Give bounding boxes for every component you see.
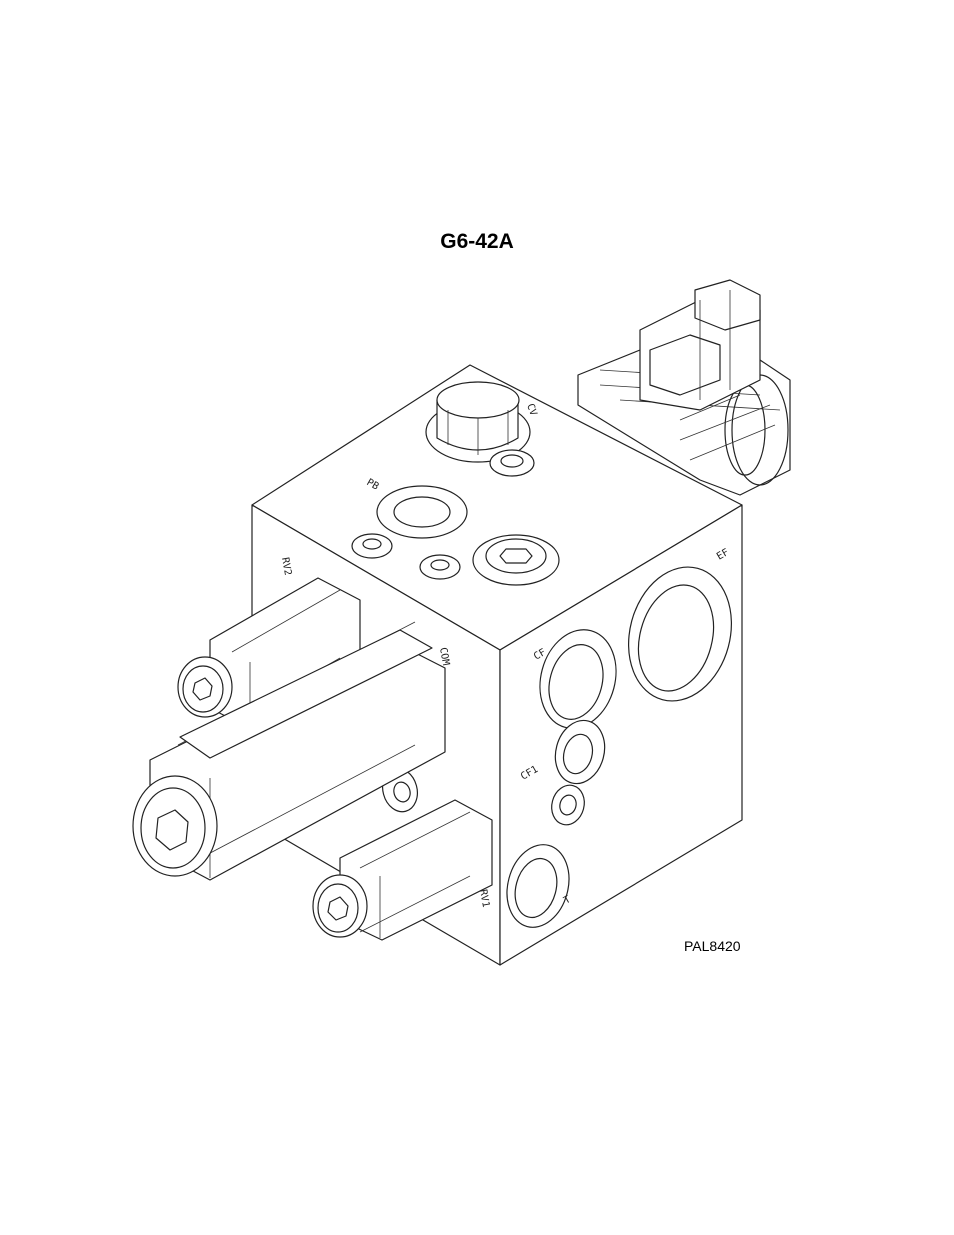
top-hex-plug: [473, 535, 559, 585]
small-port-3: [420, 555, 460, 579]
small-port-1: [490, 450, 534, 476]
small-port-2: [352, 534, 392, 558]
drawing-code: PAL8420: [684, 938, 741, 954]
pb-port: [377, 486, 467, 538]
